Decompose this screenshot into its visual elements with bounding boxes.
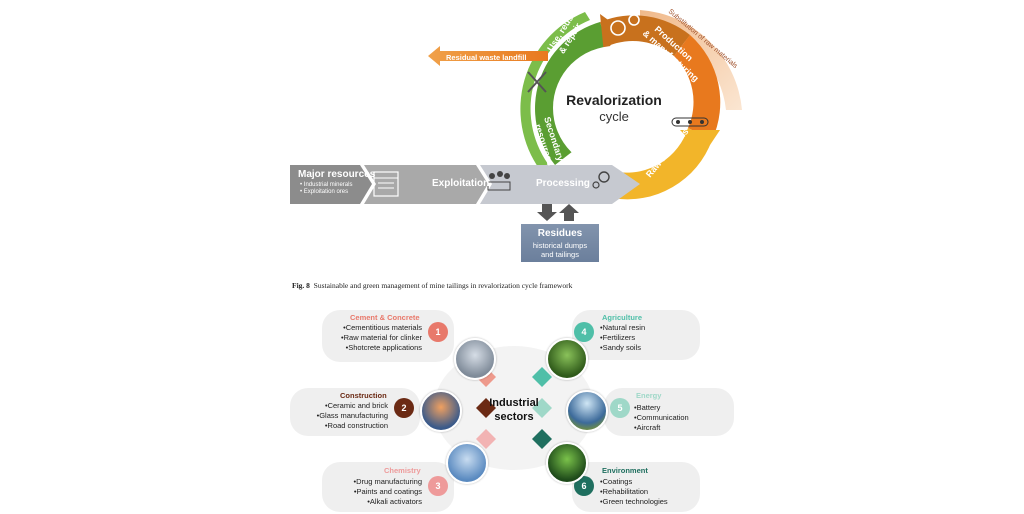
caption-text: Sustainable and green management of mine… [313, 281, 573, 290]
diamond-4 [532, 367, 552, 387]
sector-list-agriculture: •Natural resin •Fertilizers •Sandy soils [600, 323, 645, 353]
sector-item: •Green technologies [600, 497, 668, 506]
raw-materials-arc [612, 128, 712, 200]
sector-item: •Raw material for clinker [341, 333, 422, 342]
ring-arrowhead-right [680, 130, 720, 154]
sector-item: •Shotcrete applications [345, 343, 422, 352]
environment-photo [546, 442, 588, 484]
sector-item: •Rehabilitation [600, 487, 649, 496]
sector-item: •Natural resin [600, 323, 646, 332]
major-resources-item: • Industrial minerals [300, 182, 353, 188]
sector-number-4: 4 [574, 322, 594, 342]
sector-list-construction: •Ceramic and brick •Glass manufacturing … [300, 401, 388, 431]
center-label: Industrial sectors [478, 396, 550, 424]
diamond-3 [476, 429, 496, 449]
sector-number-6: 6 [574, 476, 594, 496]
sector-number-5: 5 [610, 398, 630, 418]
sector-list-chemistry: •Drug manufacturing •Paints and coatings… [334, 477, 423, 507]
cycle-title: Revalorization [566, 92, 662, 108]
residual-waste-label: Residual waste landfill [446, 53, 526, 62]
wrench-icon [527, 71, 547, 93]
sector-number-2: 2 [394, 398, 414, 418]
major-resources-block [290, 165, 372, 204]
sector-number-1: 1 [428, 322, 448, 342]
diamond-6 [532, 429, 552, 449]
factory-icon [373, 171, 399, 197]
sector-item: •Cementitious materials [343, 323, 422, 332]
sector-item: •Coatings [600, 477, 633, 486]
residual-waste-arrow [428, 46, 548, 66]
residues-title: Residues [537, 228, 583, 239]
sector-item: •Road construction [324, 421, 388, 430]
revalorization-diagram: Use, reuse & repair Production & manufac… [290, 8, 742, 221]
sector-item: •Sandy soils [600, 343, 641, 352]
major-resources-item: • Exploitation ores [300, 189, 349, 195]
sector-title-energy: Energy [636, 391, 662, 400]
sector-list-environment: •Coatings •Rehabilitation •Green technol… [600, 477, 668, 507]
major-resources-title: Major resources [298, 169, 376, 180]
sector-item: •Drug manufacturing [353, 477, 423, 486]
secondary-resources-arc [535, 22, 608, 165]
sector-list-cement: •Cementitious materials •Raw material fo… [334, 323, 422, 353]
sector-title-chemistry: Chemistry [384, 466, 421, 475]
residues-box [521, 224, 599, 262]
diamond-2 [476, 398, 496, 418]
conveyor-icon [487, 171, 511, 191]
major-resources-list: • Industrial minerals • Exploitation ore… [300, 182, 352, 196]
agriculture-photo [546, 338, 588, 380]
sector-item: •Aircraft [634, 423, 661, 432]
caption-label: Fig. 8 [292, 281, 310, 290]
down-arrow-icon [537, 204, 557, 221]
residues-line: and tailings [541, 250, 579, 259]
sector-number-3: 3 [428, 476, 448, 496]
sector-item: •Fertilizers [600, 333, 636, 342]
sector-title-cement: Cement & Concrete [350, 313, 420, 322]
production-arc [674, 35, 721, 140]
chemistry-photo [446, 442, 488, 484]
sector-item: •Paints and coatings [353, 487, 422, 496]
sector-item: •Battery [634, 403, 661, 412]
sector-item: •Glass manufacturing [316, 411, 388, 420]
use-reuse-arc [600, 15, 690, 56]
sector-item: •Ceramic and brick [324, 401, 388, 410]
raw-material-conveyor-icon [671, 117, 709, 127]
construction-photo [420, 390, 462, 432]
sector-title-construction: Construction [340, 391, 387, 400]
center-label-line: sectors [494, 411, 534, 423]
cement-photo [454, 338, 496, 380]
ring-arrowhead-top [600, 14, 622, 54]
residues-subtitle: historical dumps and tailings [521, 241, 599, 259]
diamond-5 [532, 398, 552, 418]
residues-line: historical dumps [532, 241, 588, 250]
sector-title-environment: Environment [602, 466, 648, 475]
up-arrow-icon [559, 204, 579, 221]
sector-list-energy: •Battery •Communication •Aircraft [634, 403, 689, 433]
sector-item: •Communication [634, 413, 689, 422]
cycle-center [553, 46, 677, 170]
processing-label: Processing [536, 178, 590, 189]
exploitation-label: Exploitation [432, 178, 490, 189]
sector-item: •Alkali activators [367, 497, 422, 506]
energy-photo [566, 390, 608, 432]
sector-title-agriculture: Agriculture [602, 313, 643, 322]
center-label-line: Industrial [489, 397, 539, 409]
figure-caption: Fig. 8 Sustainable and green management … [292, 281, 572, 290]
cycle-subtitle: cycle [599, 109, 629, 124]
gears-icon [610, 14, 640, 36]
exploitation-block [364, 165, 488, 204]
processing-gear-icon [592, 171, 610, 189]
